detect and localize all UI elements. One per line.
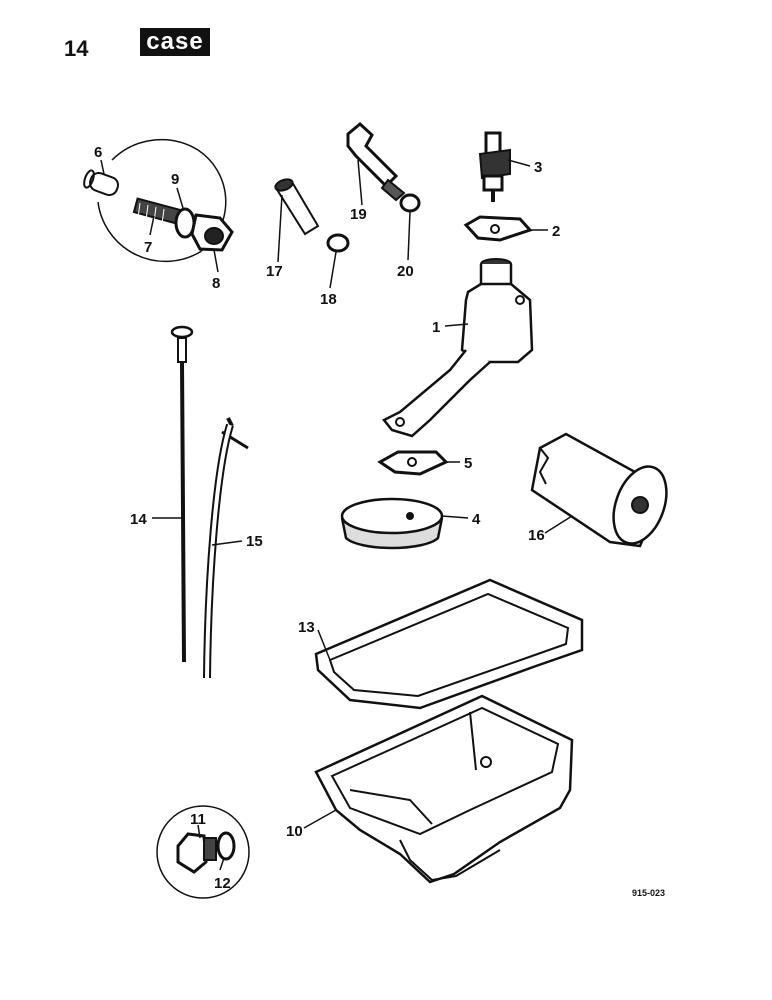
sleeve-part — [83, 169, 119, 196]
brand-logo: case — [140, 28, 210, 56]
callout-19: 19 — [350, 206, 367, 223]
callout-9: 9 — [171, 171, 179, 188]
seal-ring-part — [399, 193, 421, 213]
callout-3: 3 — [534, 159, 542, 176]
callout-8: 8 — [212, 275, 220, 292]
o-ring-part — [326, 233, 350, 253]
oil-pan-gasket-part — [314, 578, 584, 710]
tube-part — [274, 178, 320, 236]
callout-17: 17 — [266, 263, 283, 280]
figure-reference: 915-023 — [632, 888, 666, 898]
suction-gasket-part — [377, 450, 449, 476]
callout-20: 20 — [397, 263, 414, 280]
callout-18: 18 — [320, 291, 337, 308]
callout-16: 16 — [528, 527, 545, 544]
drive-shaft-part — [346, 122, 406, 202]
bolt-detail-group — [83, 138, 234, 263]
callout-15: 15 — [246, 533, 263, 550]
oil-filter-part — [530, 432, 668, 548]
gear-shaft-part — [478, 131, 511, 202]
callout-7: 7 — [144, 239, 152, 256]
threaded-bolt-part — [132, 197, 183, 225]
callout-2: 2 — [552, 223, 560, 240]
dipstick-tube-part — [203, 417, 249, 679]
callout-5: 5 — [464, 455, 472, 472]
drain-plug-detail — [156, 805, 250, 899]
callout-14: 14 — [130, 511, 147, 528]
callout-6: 6 — [94, 144, 102, 161]
callout-12: 12 — [214, 875, 231, 892]
dipstick-part — [170, 325, 194, 663]
hex-nut-part — [190, 213, 234, 252]
callout-13: 13 — [298, 619, 315, 636]
callout-10: 10 — [286, 823, 303, 840]
strainer-part — [340, 497, 444, 550]
oil-pump-body — [382, 258, 534, 438]
page-number: 14 — [64, 36, 89, 61]
callout-11: 11 — [190, 811, 206, 828]
oil-pan-part — [314, 694, 574, 884]
callout-4: 4 — [472, 511, 481, 528]
callout-1: 1 — [432, 319, 440, 336]
